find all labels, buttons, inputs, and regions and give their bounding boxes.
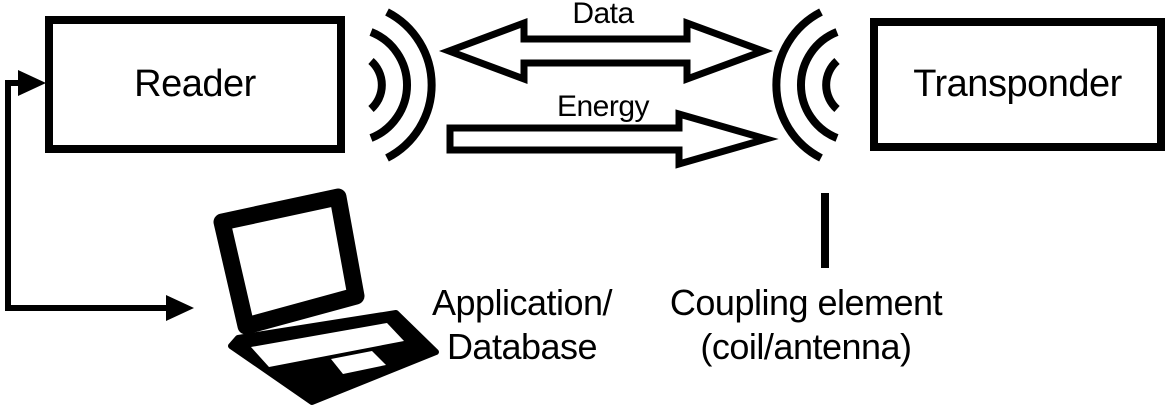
arrowhead-to-laptop bbox=[166, 295, 194, 321]
laptop-icon bbox=[213, 188, 439, 405]
transponder-label: Transponder bbox=[913, 63, 1122, 105]
data-flow-label: Data bbox=[572, 0, 634, 30]
reader-box bbox=[45, 16, 345, 153]
transponder-box bbox=[870, 18, 1165, 151]
transponder-radio-waves-icon bbox=[772, 8, 840, 162]
energy-flow-label: Energy bbox=[556, 90, 650, 123]
laptop-screen bbox=[213, 188, 365, 335]
reader-label: Reader bbox=[134, 63, 256, 105]
laptop-touchpad bbox=[331, 351, 386, 374]
coupling-label-line1: Coupling element bbox=[669, 282, 943, 323]
application-reader-connector bbox=[5, 70, 194, 321]
data-arrow bbox=[438, 17, 774, 85]
application-database-label: Application/ Database bbox=[412, 281, 632, 369]
coupling-element-label: Coupling element (coil/antenna) bbox=[656, 281, 956, 369]
arrowhead-to-reader bbox=[18, 70, 46, 96]
laptop-keyboard bbox=[251, 323, 404, 367]
application-label-line1: Application/ bbox=[431, 282, 613, 323]
application-label-line2: Database bbox=[446, 326, 598, 367]
energy-arrow bbox=[446, 109, 779, 169]
reader-radio-waves-icon bbox=[368, 8, 436, 162]
coupling-label-line2: (coil/antenna) bbox=[700, 326, 912, 367]
